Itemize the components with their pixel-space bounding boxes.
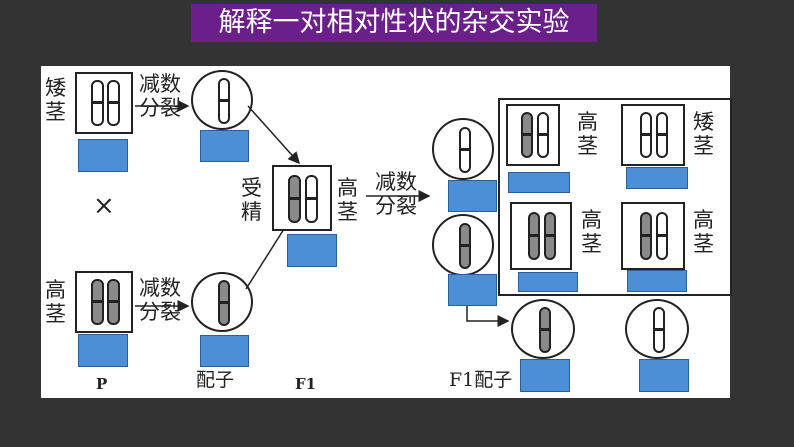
blank-box-punnett-1[interactable]: [508, 172, 570, 193]
chromosome: [653, 307, 665, 353]
blank-box-punnett-2[interactable]: [626, 167, 688, 189]
chromosome: [544, 212, 556, 260]
connector-arrows: [135, 100, 510, 327]
f1-gamete-dark-circle: [432, 214, 494, 276]
punnett-label-2: 矮茎: [693, 110, 714, 158]
punnett-label-4: 高茎: [693, 208, 714, 256]
gamete-dwarf-circle: [191, 70, 253, 130]
blank-box-f1-gamete-1[interactable]: [448, 180, 497, 212]
label-parent-dwarf: 矮茎: [45, 76, 66, 124]
label-gamete: 配子: [196, 369, 235, 391]
label-p: P: [96, 375, 108, 393]
chromosome: [218, 78, 230, 124]
f1-box: [272, 165, 332, 231]
chromosome: [107, 279, 120, 325]
chromosome: [537, 112, 549, 158]
label-f1-gamete: F1配子: [449, 369, 513, 391]
punnett-cell-4: [621, 202, 685, 270]
page-title: 解释一对相对性状的杂交实验: [191, 4, 597, 42]
diagram-panel: 矮茎 减数分裂 × 高茎 减数分裂 受精 高茎 减数分裂: [41, 66, 732, 398]
label-meiosis-f1: 减数分裂: [375, 170, 417, 218]
label-meiosis-bottom: 减数分裂: [139, 276, 181, 324]
gamete-tall-circle: [191, 272, 253, 332]
chromosome: [459, 127, 471, 173]
blank-box-punnett-4[interactable]: [627, 270, 687, 292]
chromosome: [521, 112, 533, 158]
blank-box-gamete-dwarf[interactable]: [200, 130, 249, 162]
punnett-label-3: 高茎: [581, 208, 602, 256]
label-f1: F1: [295, 375, 317, 393]
f1-gamete-light-circle: [432, 118, 494, 180]
chromosome: [539, 307, 551, 353]
blank-box-f1[interactable]: [287, 234, 337, 267]
blank-box-parent-dwarf[interactable]: [78, 139, 128, 172]
chromosome: [656, 212, 668, 260]
chromosome: [107, 80, 120, 126]
chromosome: [528, 212, 540, 260]
blank-box-punnett-3[interactable]: [518, 272, 578, 292]
blank-box-gamete-tall[interactable]: [200, 335, 249, 367]
parent-dwarf-box: [75, 72, 133, 134]
f1-gamete-bottom-dark-circle: [511, 299, 575, 359]
cross-symbol: ×: [93, 191, 115, 221]
punnett-cell-3: [510, 202, 572, 270]
chromosome: [656, 112, 668, 158]
parent-tall-box: [75, 271, 133, 333]
f1-gamete-bottom-light-circle: [625, 299, 689, 359]
label-f1-tall: 高茎: [337, 176, 358, 224]
punnett-cell-2: [621, 104, 685, 166]
chromosome: [218, 280, 230, 326]
label-parent-tall: 高茎: [45, 278, 66, 326]
punnett-cell-1: [506, 104, 560, 166]
chromosome: [459, 223, 471, 269]
punnett-label-1: 高茎: [577, 110, 598, 158]
label-fertilization: 受精: [241, 176, 262, 224]
blank-box-f1-gamete-4[interactable]: [639, 359, 689, 392]
blank-box-f1-gamete-3[interactable]: [520, 359, 570, 392]
chromosome: [91, 279, 104, 325]
chromosome: [640, 212, 652, 260]
blank-box-f1-gamete-2[interactable]: [448, 274, 497, 306]
chromosome: [288, 175, 301, 223]
label-meiosis-top: 减数分裂: [139, 72, 181, 120]
chromosome: [305, 175, 318, 223]
chromosome: [640, 112, 652, 158]
chromosome: [91, 80, 104, 126]
blank-box-parent-tall[interactable]: [78, 334, 128, 367]
